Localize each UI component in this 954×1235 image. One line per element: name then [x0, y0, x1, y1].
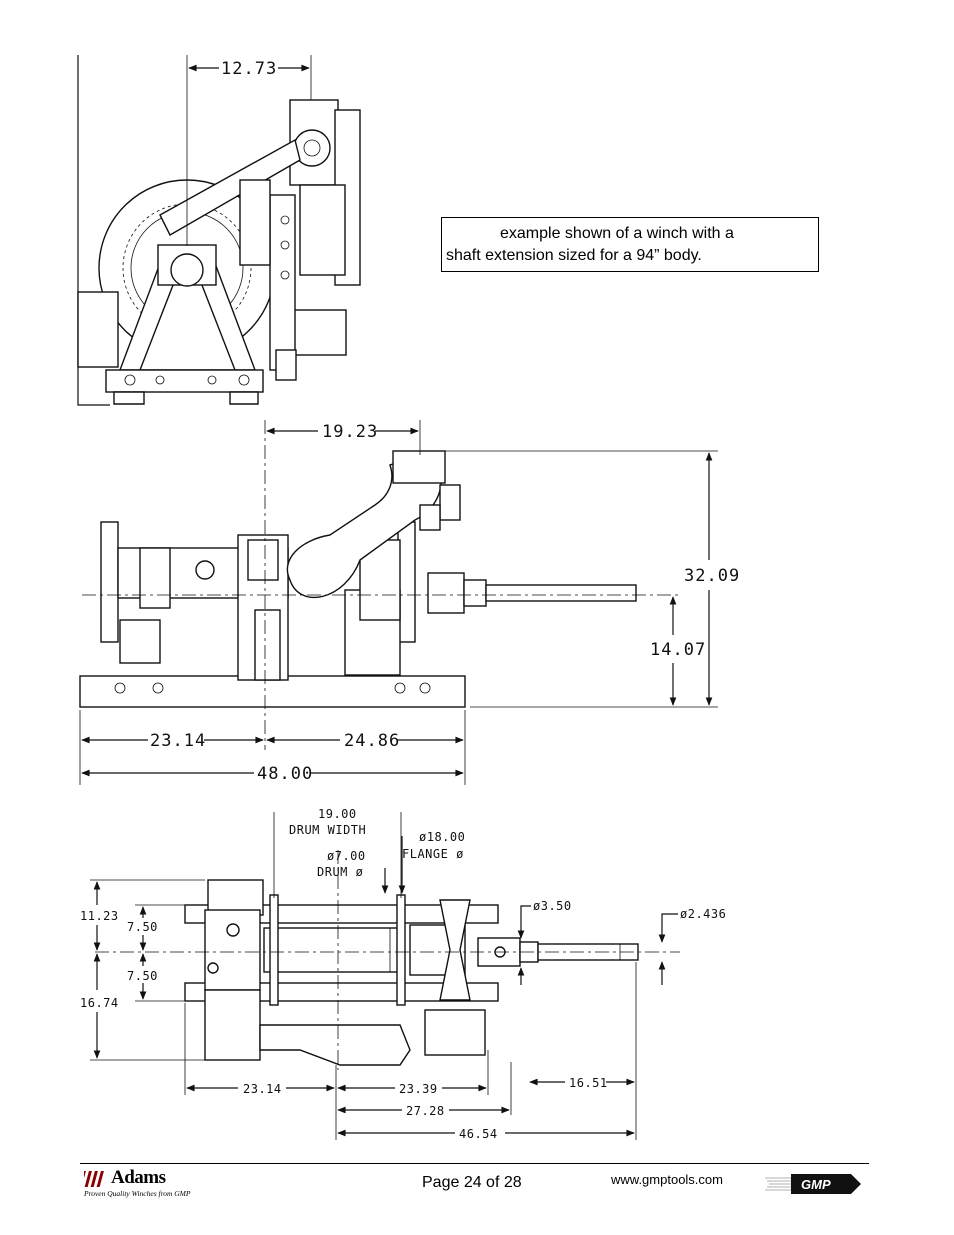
callout-box: example shown of a winch with a shaft ex… — [441, 217, 819, 272]
drum-width-label: DRUM WIDTH — [289, 823, 366, 837]
shaft-dia-dimension: ø2.436 — [680, 907, 726, 921]
footer-divider — [80, 1163, 869, 1164]
callout-line-2: shaft extension sized for a 94” body. — [446, 247, 702, 264]
top-view-base-left: 23.14 — [243, 1082, 282, 1096]
front-view-right-dimension: 24.86 — [344, 731, 400, 751]
front-view-shaft-height: 14.07 — [650, 640, 706, 660]
flange-dia-value: ø18.00 — [419, 830, 465, 844]
adams-tagline: Proven Quality Winches from GMP — [84, 1189, 191, 1198]
top-view-46: 46.54 — [459, 1127, 498, 1141]
gmp-logo-icon: GMP — [765, 1174, 861, 1194]
top-view-half-bottom: 7.50 — [127, 969, 158, 983]
top-view-extension: 16.51 — [569, 1076, 608, 1090]
gmp-mark: GMP — [801, 1177, 831, 1192]
drum-width-value: 19.00 — [318, 807, 357, 821]
collar-dia-dimension: ø3.50 — [533, 899, 572, 913]
top-view-half-top: 7.50 — [127, 920, 158, 934]
front-view-left-dimension: 23.14 — [150, 731, 206, 751]
top-view-rear-dimension: 16.74 — [80, 996, 119, 1010]
callout-line-1: example shown of a winch with a — [500, 225, 734, 242]
side-view-width-dimension: 12.73 — [221, 59, 277, 79]
top-view-27: 27.28 — [406, 1104, 445, 1118]
top-view-base-mid: 23.39 — [399, 1082, 438, 1096]
adams-logo-icon — [84, 1171, 104, 1187]
flange-dia-label: FLANGE ø — [402, 847, 464, 861]
front-view-top-dimension: 19.23 — [322, 422, 378, 442]
website-link[interactable]: www.gmptools.com — [611, 1172, 723, 1187]
drum-dia-value: ø7.00 — [327, 849, 366, 863]
top-view-front-dimension: 11.23 — [80, 909, 119, 923]
front-view-overall-height: 32.09 — [684, 566, 740, 586]
front-view-overall-width: 48.00 — [257, 764, 313, 784]
winch-top-view: 19.00 DRUM WIDTH ø18.00 FLANGE ø ø7.00 D… — [80, 807, 726, 1141]
page-number: Page 24 of 28 — [422, 1174, 522, 1191]
adams-brand-text: Adams — [111, 1167, 166, 1188]
winch-side-view: 12.73 — [77, 55, 361, 406]
drum-dia-label: DRUM ø — [317, 865, 363, 879]
winch-front-view: 19.23 32.09 14.07 23.14 24.86 48.00 — [79, 420, 740, 785]
